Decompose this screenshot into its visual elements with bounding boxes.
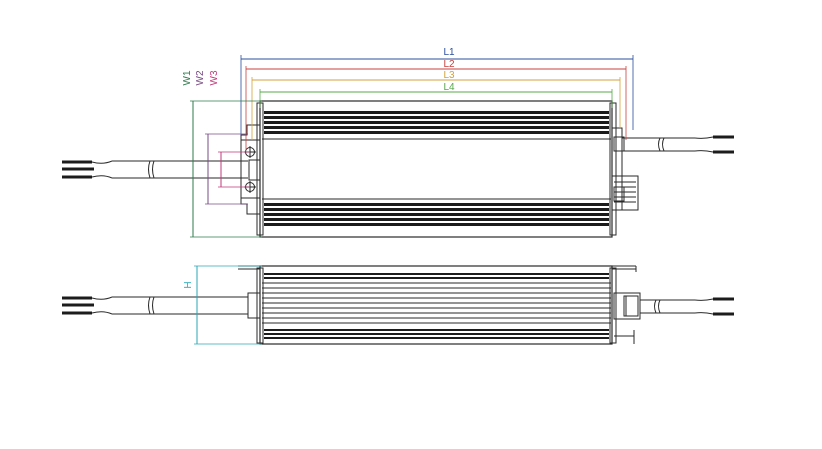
dim-label-H: H <box>183 281 194 288</box>
dim-label-L3: L3 <box>443 70 455 81</box>
dimension-W3: W3 <box>209 70 250 188</box>
dim-label-W2: W2 <box>195 70 206 85</box>
left-side-cable <box>62 292 261 319</box>
right-side-cable <box>640 297 734 316</box>
top-view: L1 L2 L3 L4 W1 <box>62 47 734 238</box>
dimension-H: H <box>183 265 262 345</box>
right-mounting-tabs <box>611 127 639 211</box>
side-fins-upper <box>262 273 611 324</box>
dimension-W2: W2 <box>195 70 248 205</box>
left-input-cable <box>62 160 248 179</box>
right-side-connector <box>613 292 641 344</box>
right-output-cable <box>622 135 734 154</box>
top-heatsink-fins-lower <box>262 198 611 226</box>
top-heatsink-fins-upper <box>262 111 611 140</box>
dim-label-L2: L2 <box>443 59 455 70</box>
dim-label-W1: W1 <box>182 70 193 85</box>
dim-label-L4: L4 <box>443 82 455 93</box>
dimension-L1: L1 <box>240 47 634 135</box>
side-fins-lower <box>264 329 609 339</box>
side-view: H <box>62 265 734 345</box>
dim-label-W3: W3 <box>209 70 220 85</box>
dimension-L3: L3 <box>251 70 621 140</box>
dimension-L2: L2 <box>245 59 627 150</box>
dim-label-L1: L1 <box>443 47 455 58</box>
dimension-L4: L4 <box>259 82 613 108</box>
dimension-W1: W1 <box>182 70 262 238</box>
